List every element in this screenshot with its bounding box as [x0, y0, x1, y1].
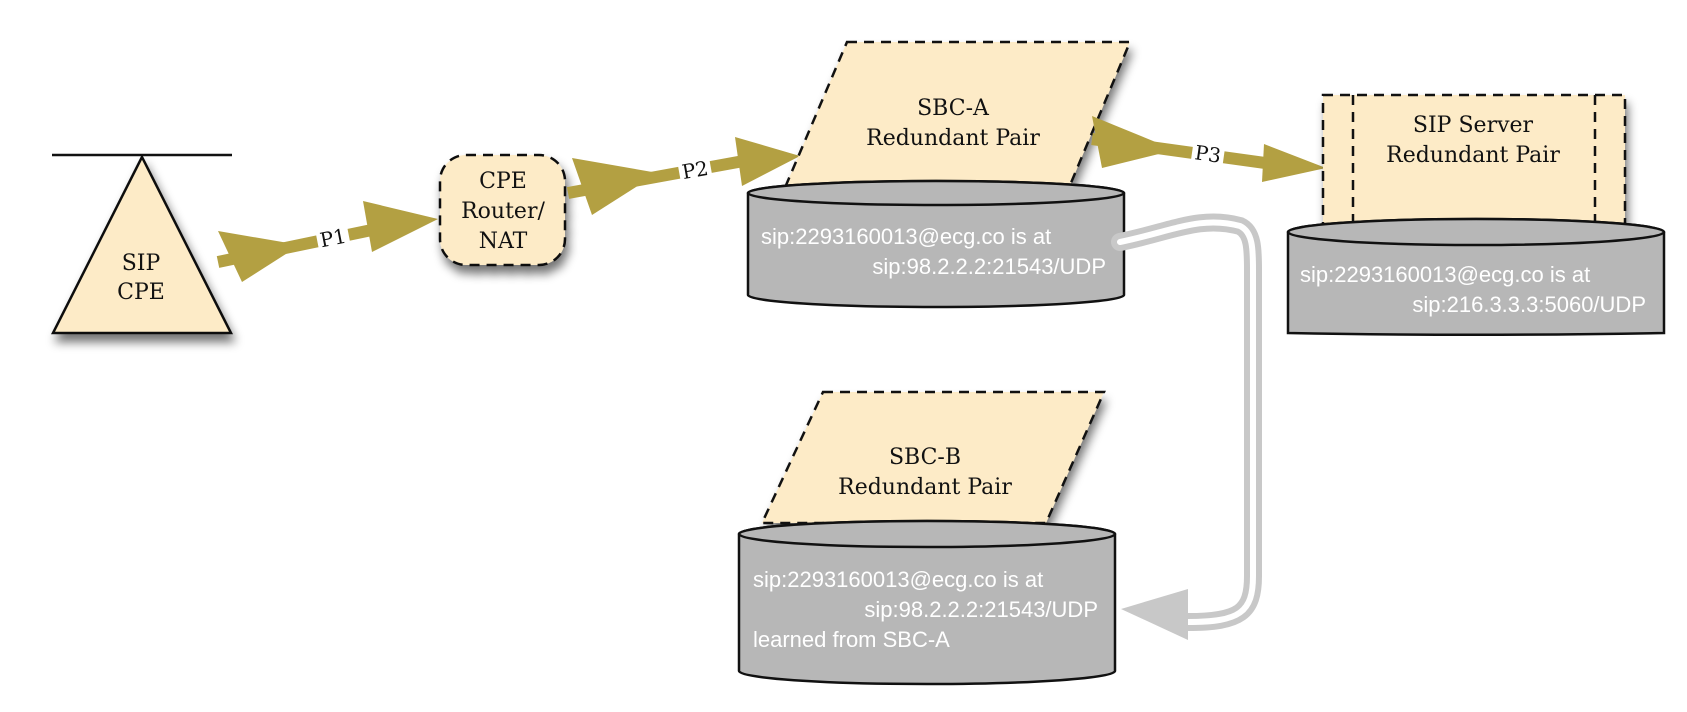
path-p2-arrow: P2	[566, 137, 800, 215]
sbc-b-outline	[760, 390, 1106, 525]
sbc-a-database[interactable]: sip:2293160013@ecg.co is at sip:98.2.2.2…	[746, 179, 1126, 309]
cpe-router-label-line1: CPE	[479, 169, 527, 194]
path-p1-label: P1	[318, 224, 348, 253]
sbc-a-database-top	[746, 179, 1126, 207]
path-p1-arrow: P1	[216, 201, 438, 282]
sip-server-database-line1: sip:2293160013@ecg.co is at	[1300, 262, 1590, 287]
cpe-router-box	[438, 153, 567, 267]
sbc-b-shape	[762, 392, 1104, 523]
cpe-router-label-line3: NAT	[479, 229, 528, 254]
sip-server-box	[1323, 95, 1625, 227]
path-p3-label-bg	[1190, 139, 1226, 167]
sbc-b-database-top	[737, 519, 1117, 549]
sbc-a-label-line2: Redundant Pair	[866, 126, 1040, 151]
sbc-a-database-line2: sip:98.2.2.2:21543/UDP	[872, 254, 1106, 279]
sip-cpe-label-line1: SIP	[122, 251, 161, 276]
path-p3-arrow: P3	[1091, 116, 1326, 182]
sip-server-database-line2: sip:216.3.3.3:5060/UDP	[1412, 292, 1646, 317]
sip-cpe-label-line2: CPE	[117, 280, 165, 305]
sbc-b-label-line1: SBC-B	[889, 445, 961, 470]
replication-arrow	[1111, 213, 1262, 640]
sbc-a-shape	[784, 42, 1130, 190]
sip-server-node[interactable]: SIP Server Redundant Pair	[1321, 93, 1627, 229]
path-p2-label-bg	[677, 155, 713, 183]
sip-server-label-line1: SIP Server	[1413, 113, 1534, 138]
sbc-b-label-line2: Redundant Pair	[838, 475, 1012, 500]
sbc-a-database-line1: sip:2293160013@ecg.co is at	[761, 224, 1051, 249]
path-p1-label-bg	[315, 223, 351, 251]
replication-arrowhead	[1121, 589, 1188, 640]
cpe-router-label-line2: Router/	[461, 199, 545, 224]
sbc-b-database-line1: sip:2293160013@ecg.co is at	[753, 567, 1043, 592]
path-p3-label: P3	[1193, 140, 1222, 167]
cpe-router-node[interactable]: CPE Router/ NAT	[438, 153, 567, 267]
sbc-b-database[interactable]: sip:2293160013@ecg.co is at sip:98.2.2.2…	[737, 519, 1117, 686]
sbc-b-database-line3: learned from SBC-A	[753, 627, 950, 652]
sip-cpe-triangle	[50, 154, 234, 335]
sbc-b-database-line2: sip:98.2.2.2:21543/UDP	[864, 597, 1098, 622]
path-p2-label: P2	[680, 156, 710, 184]
sbc-b-node[interactable]: SBC-B Redundant Pair	[760, 390, 1106, 525]
sbc-a-node[interactable]: SBC-A Redundant Pair	[782, 40, 1132, 192]
sip-server-label-line2: Redundant Pair	[1386, 143, 1560, 168]
sip-cpe-node[interactable]: SIP CPE	[50, 153, 234, 335]
sip-server-database[interactable]: sip:2293160013@ecg.co is at sip:216.3.3.…	[1286, 217, 1666, 336]
sbc-a-label-line1: SBC-A	[917, 96, 990, 121]
sip-server-database-top	[1286, 217, 1666, 247]
